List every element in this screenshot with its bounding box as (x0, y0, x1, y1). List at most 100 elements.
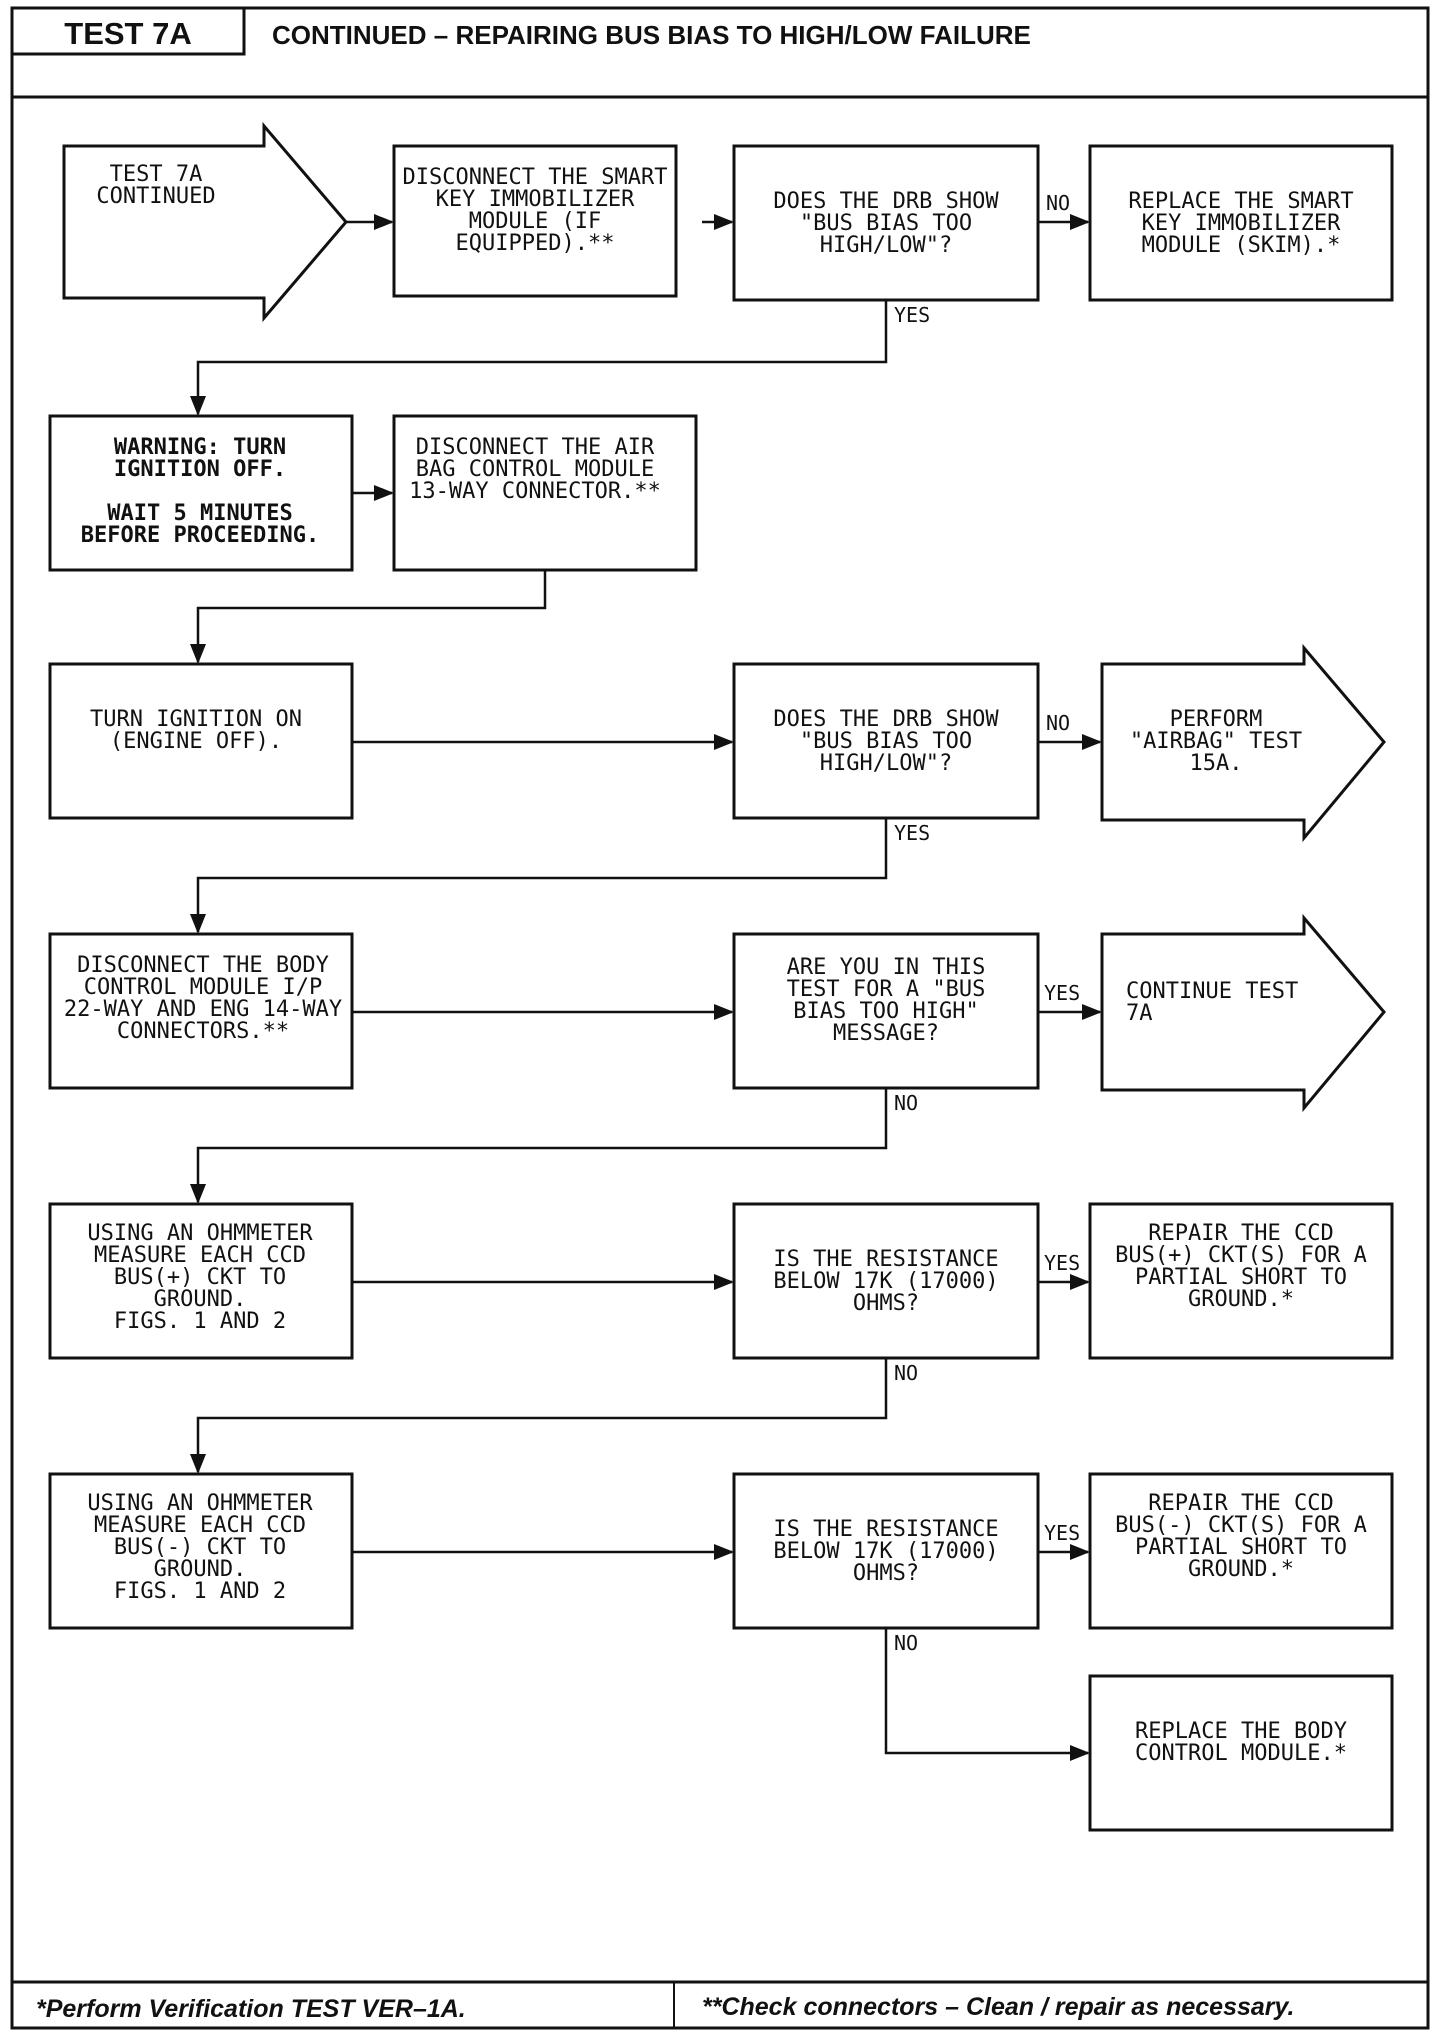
label-q2-yes: YES (894, 821, 930, 845)
node-text-line: DISCONNECT THE SMART (403, 165, 668, 190)
node-text-line: BUS(+) CKT(S) FOR A (1115, 1243, 1367, 1268)
label-q-res-plus-yes: YES (1044, 1251, 1080, 1275)
node-text-line: PARTIAL SHORT TO (1135, 1535, 1347, 1560)
node-text-line: 15A. (1190, 751, 1243, 776)
node-text-line: CONTINUED (96, 184, 215, 209)
node-text-line: (ENGINE OFF). (110, 729, 282, 754)
edge-q2-yes (190, 818, 888, 934)
node-text-line: TURN IGNITION ON (90, 707, 302, 732)
node-text-line: HIGH/LOW"? (820, 751, 952, 776)
node-repair-minus (1088, 1472, 1394, 1630)
node-text-line: MODULE (SKIM).* (1142, 233, 1341, 258)
node-text-line: FIGS. 1 AND 2 (114, 1579, 286, 1604)
node-start (62, 121, 348, 323)
label-q-high-no: NO (894, 1091, 918, 1115)
node-text-line: BELOW 17K (17000) (773, 1269, 998, 1294)
node-text-line: 13-WAY CONNECTOR.** (409, 479, 661, 504)
node-text-line: "BUS BIAS TOO (800, 211, 972, 236)
node-text-line: ARE YOU IN THIS (787, 955, 986, 980)
edge-q-high-no (190, 1088, 888, 1204)
page-title: CONTINUED – REPAIRING BUS BIAS TO HIGH/L… (272, 20, 1031, 50)
node-text-line: TEST FOR A "BUS (787, 977, 986, 1002)
node-text-line: "AIRBAG" TEST (1130, 729, 1302, 754)
node-text-line: BELOW 17K (17000) (773, 1539, 998, 1564)
node-continue-7a (1100, 913, 1386, 1113)
node-text-line: BAG CONTROL MODULE (416, 457, 654, 482)
edge-airbag-to-ignition (190, 570, 547, 664)
node-perform-airbag (1100, 643, 1386, 843)
node-text-line: MEASURE EACH CCD (94, 1513, 306, 1538)
node-text-line: 7A (1126, 1001, 1153, 1026)
node-ignition-on-text: TURN IGNITION ON(ENGINE OFF). (90, 707, 302, 754)
node-text-line: WARNING: TURN (114, 435, 286, 460)
node-text-line: BUS(+) CKT TO (114, 1265, 286, 1290)
node-text-line: DOES THE DRB SHOW (773, 189, 999, 214)
label-q2-no: NO (1046, 711, 1070, 735)
node-text-line: REPAIR THE CCD (1148, 1221, 1333, 1246)
node-text-line: EQUIPPED).** (456, 231, 615, 256)
node-text-line: GROUND. (154, 1287, 247, 1312)
node-text-line: KEY IMMOBILIZER (436, 187, 635, 212)
footer-verification-note: *Perform Verification TEST VER–1A. (36, 1995, 466, 2023)
node-text-line: GROUND.* (1188, 1557, 1294, 1582)
node-text-line: BIAS TOO HIGH" (793, 999, 978, 1024)
node-text-line: "BUS BIAS TOO (800, 729, 972, 754)
node-text-line: KEY IMMOBILIZER (1142, 211, 1341, 236)
page-border (10, 6, 1430, 2030)
test-id-box (10, 6, 246, 56)
node-text-line: IS THE RESISTANCE (773, 1517, 998, 1542)
node-text-line: TEST 7A (110, 162, 203, 187)
node-text-line: IGNITION OFF. (114, 457, 286, 482)
node-text-line: DISCONNECT THE BODY (77, 953, 329, 978)
node-text-line: BUS(-) CKT(S) FOR A (1115, 1513, 1367, 1538)
label-q-high-yes: YES (1044, 981, 1080, 1005)
node-replace-bcm (1088, 1674, 1394, 1832)
edge-q1-yes (190, 300, 888, 416)
node-text-line: DISCONNECT THE AIR (416, 435, 655, 460)
node-text-line: OHMS? (853, 1561, 919, 1586)
node-text-line: PARTIAL SHORT TO (1135, 1265, 1347, 1290)
node-text-line: GROUND.* (1188, 1287, 1294, 1312)
node-text-line: MEASURE EACH CCD (94, 1243, 306, 1268)
node-disconnect-skim (392, 144, 678, 298)
node-text-line: FIGS. 1 AND 2 (114, 1309, 286, 1334)
node-text-line: CONTROL MODULE I/P (84, 975, 322, 1000)
node-text-line: CONTROL MODULE.* (1135, 1741, 1347, 1766)
node-text-line: HIGH/LOW"? (820, 233, 952, 258)
node-text-line: REPAIR THE CCD (1148, 1491, 1333, 1516)
node-replace-skim (1088, 144, 1394, 302)
node-text-line: MESSAGE? (833, 1021, 939, 1046)
node-text-line: MODULE (IF (469, 209, 601, 234)
footer-connectors-note: **Check connectors – Clean / repair as n… (702, 1993, 1294, 2021)
node-text-line: BEFORE PROCEEDING. (81, 523, 319, 548)
node-text-line: USING AN OHMMETER (87, 1221, 313, 1246)
node-text-line: CONTINUE TEST (1126, 979, 1298, 1004)
node-text-line: OHMS? (853, 1291, 919, 1316)
node-text-line: 22-WAY AND ENG 14-WAY (64, 997, 342, 1022)
edge-q-res-minus-no (884, 1628, 1090, 1761)
node-text-line: GROUND. (154, 1557, 247, 1582)
node-text-line: WAIT 5 MINUTES (107, 501, 292, 526)
node-text-line: REPLACE THE SMART (1128, 189, 1353, 214)
node-disconnect-airbag-text: DISCONNECT THE AIRBAG CONTROL MODULE13-W… (409, 435, 661, 504)
label-q1-yes: YES (894, 303, 930, 327)
node-text-line: CONNECTORS.** (117, 1019, 289, 1044)
label-q1-no: NO (1046, 191, 1070, 215)
edge-q-res-plus-no (190, 1358, 888, 1474)
node-text-line: IS THE RESISTANCE (773, 1247, 998, 1272)
